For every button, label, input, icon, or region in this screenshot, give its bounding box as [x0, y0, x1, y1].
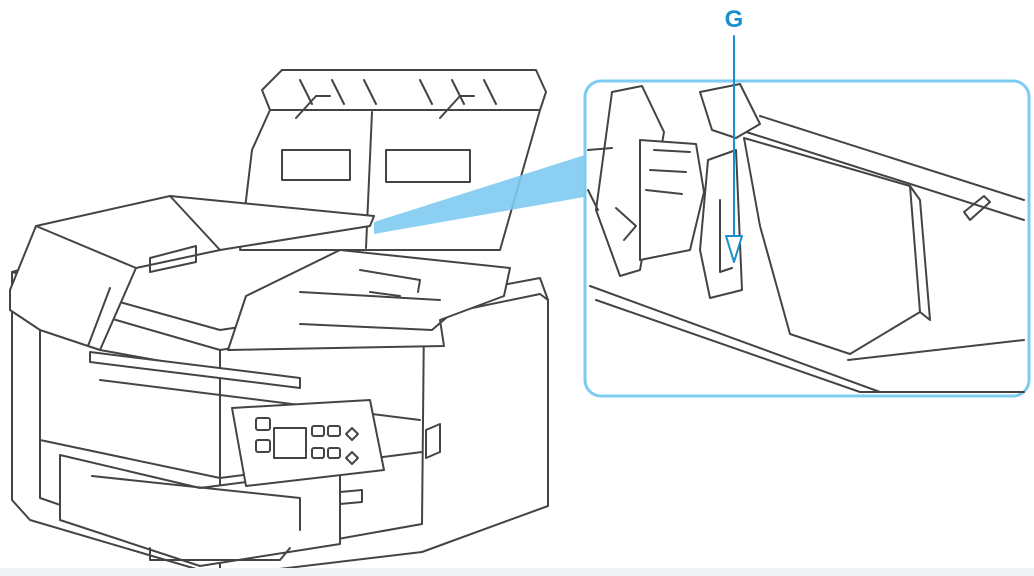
zoom-inset: [583, 79, 1031, 398]
printer-body: [9, 195, 549, 576]
zoom-beam: [374, 154, 590, 234]
callout-leader: [725, 35, 743, 263]
callout-label-g: G: [724, 6, 744, 33]
bottom-band: [0, 568, 1034, 576]
